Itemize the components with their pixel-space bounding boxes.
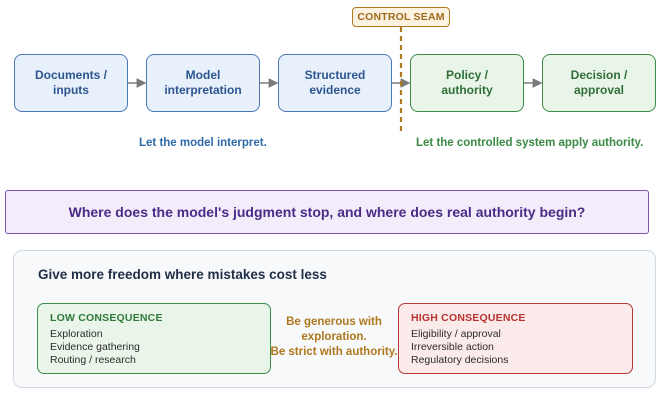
guidance-text: Be generous with exploration. Be strict … — [268, 315, 400, 360]
flow-box-decision-line2: approval — [573, 83, 624, 97]
flow-box-evidence-line2: evidence — [309, 83, 361, 97]
high-item: Eligibility / approval — [411, 328, 501, 340]
flow-box-documents-line1: Documents / — [34, 68, 107, 82]
flow-box-policy-line1: Policy / — [445, 68, 489, 82]
caption-model-interpret: Let the model interpret. — [139, 137, 267, 149]
low-item: Exploration — [50, 328, 103, 340]
low-consequence-title: LOW CONSEQUENCE — [50, 312, 163, 324]
flow-box-decision-line1: Decision / — [570, 68, 628, 82]
flow-box-model-line2: interpretation — [164, 83, 242, 97]
caption-controlled-system: Let the controlled system apply authorit… — [416, 137, 644, 149]
flow-box-documents-line2: inputs — [52, 83, 89, 97]
guidance-line-1: Be generous with — [286, 316, 382, 328]
control-seam-label: CONTROL SEAM — [352, 7, 450, 27]
low-item: Routing / research — [50, 354, 136, 366]
flow-box-evidence-line1: Structured — [304, 68, 366, 82]
question-text: Where does the model's judgment stop, an… — [68, 204, 586, 220]
high-consequence-title: HIGH CONSEQUENCE — [411, 312, 526, 324]
flow-box-policy-line2: authority — [441, 83, 493, 97]
panel-title: Give more freedom where mistakes cost le… — [38, 267, 327, 282]
high-item: Irreversible action — [411, 341, 494, 353]
high-consequence-box: HIGH CONSEQUENCE Eligibility / approval … — [398, 303, 633, 374]
high-item: Regulatory decisions — [411, 354, 509, 366]
flow-box-documents: Documents /inputs — [14, 54, 128, 112]
flow-box-model-line1: Model — [185, 68, 221, 82]
question-banner: Where does the model's judgment stop, an… — [5, 190, 649, 234]
guidance-line-2: exploration. — [301, 331, 367, 343]
flow-box-policy-authority: Policy /authority — [410, 54, 524, 112]
low-item: Evidence gathering — [50, 341, 140, 353]
guidance-line-3: Be strict with authority. — [270, 346, 398, 358]
low-consequence-box: LOW CONSEQUENCE Exploration Evidence gat… — [37, 303, 271, 374]
flow-box-decision-approval: Decision /approval — [542, 54, 656, 112]
